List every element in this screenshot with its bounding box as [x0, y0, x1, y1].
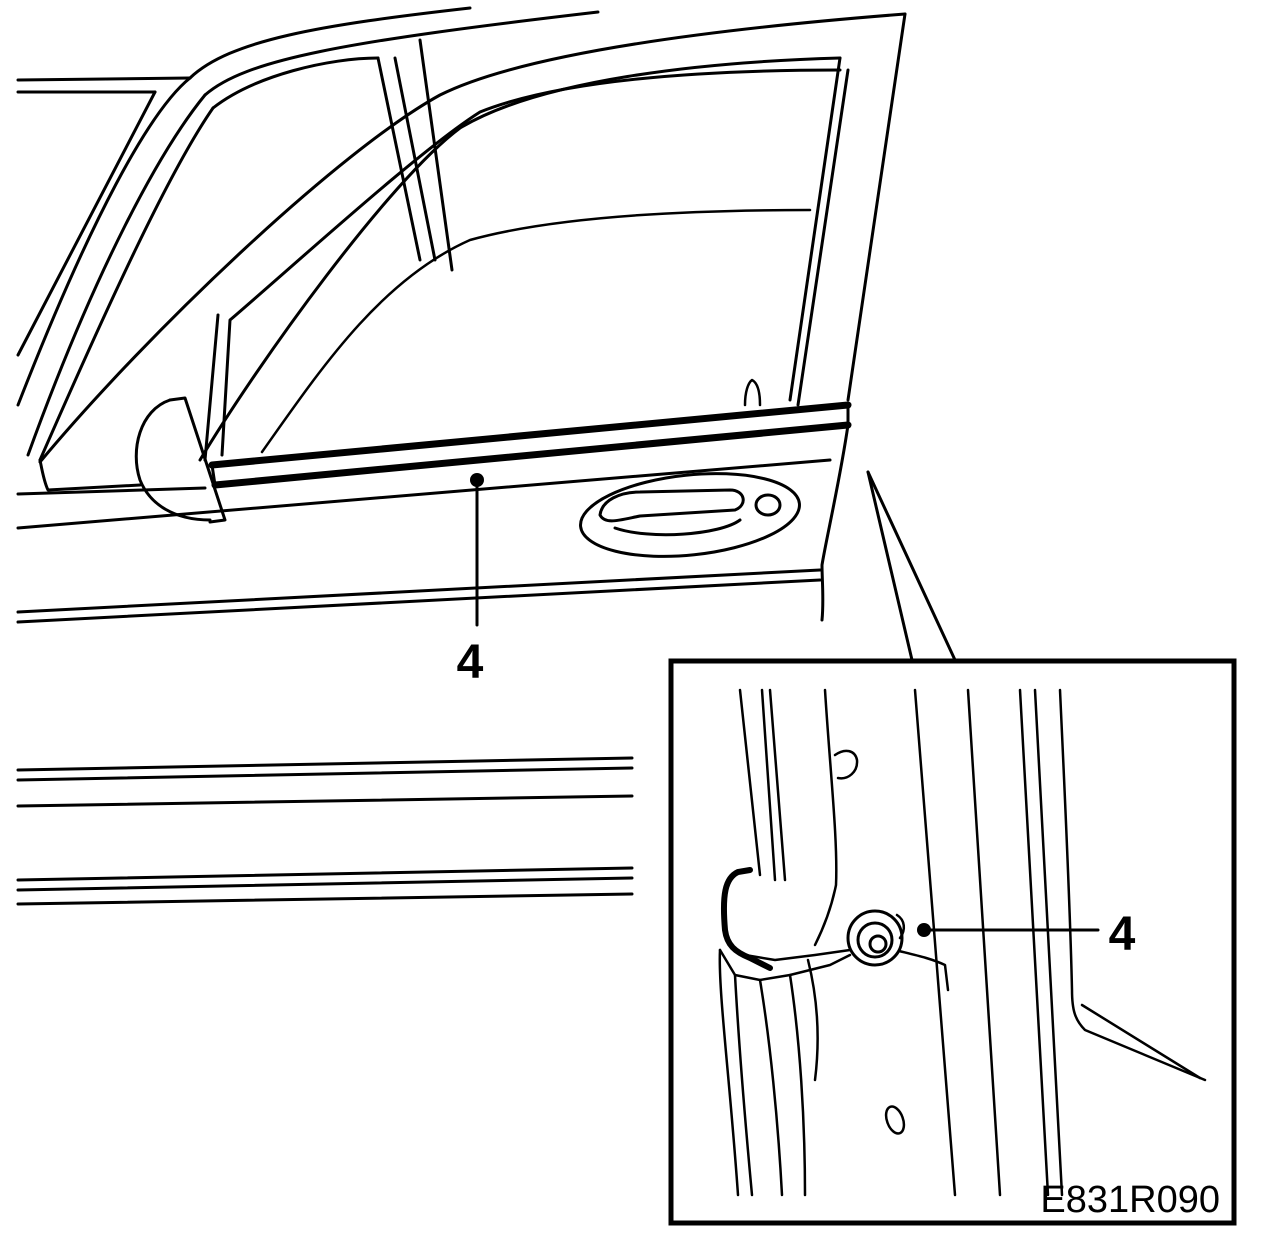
- callout-label-4-main: 4: [457, 636, 484, 689]
- rocker-panel: [16, 756, 634, 906]
- figure-code: E831R090: [1040, 1179, 1220, 1221]
- callout-4-main: 4: [457, 473, 484, 689]
- inset-clip: [846, 909, 906, 967]
- side-mirror: [38, 396, 227, 524]
- inset-lower-pillar: [718, 948, 950, 1197]
- callout-label-4-inset: 4: [1109, 908, 1136, 961]
- inset-frame: [668, 658, 1237, 1226]
- inset-detail: 4 E831R090: [668, 658, 1237, 1226]
- inset-retaining-wire: [720, 867, 852, 971]
- b-pillar: [376, 38, 454, 272]
- door-window-frame: [38, 12, 907, 464]
- roof-and-windshield-frame: [16, 6, 600, 462]
- detail-pointer: [866, 470, 957, 662]
- window-moulding-strip: [208, 401, 852, 489]
- door-body: [16, 423, 850, 624]
- inset-pillar-lines: [738, 688, 1207, 1197]
- door-handle: [579, 472, 801, 558]
- callout-4-inset: 4: [917, 908, 1136, 961]
